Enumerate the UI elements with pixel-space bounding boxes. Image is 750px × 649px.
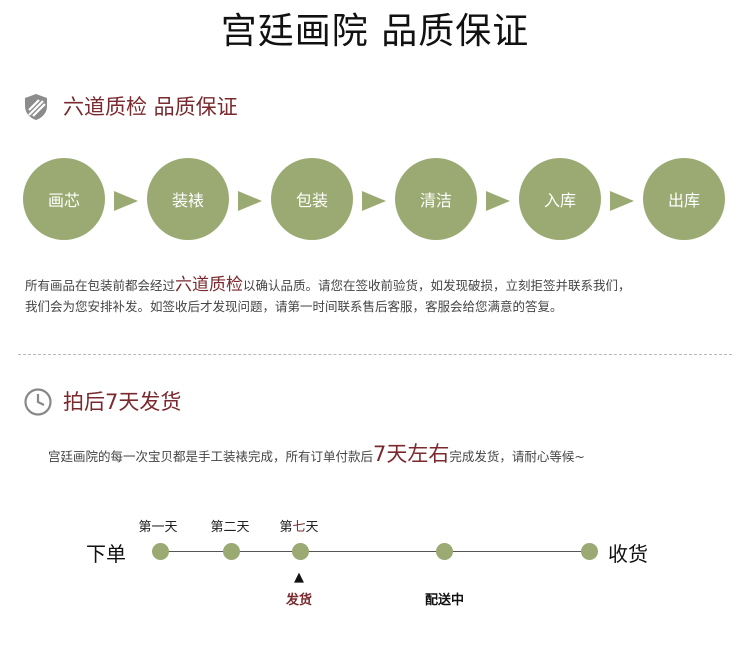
timeline-day-label: 第二天: [210, 520, 250, 535]
section-divider: [18, 354, 732, 355]
day7-prefix: 第: [279, 520, 293, 535]
timeline-dot: [152, 543, 169, 560]
step-circle: 入库: [519, 158, 601, 240]
step-circle: 出库: [643, 158, 725, 240]
shipping-section-title: 拍后7天发货: [63, 390, 182, 414]
step-label: 入库: [543, 191, 576, 210]
step-circle: 装裱: [147, 158, 229, 240]
step-circle: 清洁: [395, 158, 477, 240]
timeline-day7-label: 第七天: [269, 516, 329, 535]
ship-label: 发货: [286, 593, 313, 608]
timeline-end-label: 收货: [608, 542, 648, 566]
arrow-right-icon: [486, 191, 510, 211]
arrow-right-icon: [362, 191, 386, 211]
step-label: 包装: [295, 191, 328, 210]
quality-text-highlight: 六道质检: [175, 275, 244, 295]
step-label: 出库: [667, 191, 700, 210]
page-title: 宫廷画院 品质保证: [220, 11, 530, 52]
step-label: 清洁: [419, 191, 452, 210]
timeline-start-label: 下单: [86, 542, 126, 566]
timeline-dot: [223, 543, 240, 560]
arrow-right-icon: [610, 191, 634, 211]
step-label: 装裱: [171, 191, 204, 210]
shipping-text-part1: 宫廷画院的每一次宝贝都是手工装裱完成，所有订单付款后: [48, 449, 374, 464]
day7-suffix: 天: [305, 520, 319, 535]
quality-text-line2: 我们会为您安排补发。如签收后才发现问题，请第一时间联系售后客服，客服会给您满意的…: [25, 299, 563, 314]
quality-description: 所有画品在包装前都会经过六道质检以确认品质。请您在签收前验货，如发现破损，立刻拒…: [25, 275, 730, 317]
shipping-text-highlight: 7天左右: [373, 442, 450, 466]
step-circle: 画芯: [23, 158, 105, 240]
triangle-up-icon: ▲: [294, 570, 304, 585]
shipping-text-part2: 完成发货，请耐心等候~: [449, 449, 585, 464]
quality-text-part1: 所有画品在包装前都会经过: [25, 278, 176, 293]
quality-text-part2: 以确认品质。请您在签收前验货，如发现破损，立刻拒签并联系我们，: [243, 278, 631, 293]
step-circle: 包装: [271, 158, 353, 240]
day7-highlight: 七: [292, 520, 306, 535]
timeline-dot: [292, 543, 309, 560]
arrow-right-icon: [238, 191, 262, 211]
shield-icon: [21, 92, 51, 122]
timeline-dot: [436, 543, 453, 560]
timeline-dot: [581, 543, 598, 560]
timeline-day-label: 第一天: [138, 520, 178, 535]
transit-label: 配送中: [425, 593, 465, 608]
shipping-description: 宫廷画院的每一次宝贝都是手工装裱完成，所有订单付款后7天左右完成发货，请耐心等候…: [48, 444, 585, 467]
quality-section-title: 六道质检 品质保证: [63, 95, 238, 119]
arrow-right-icon: [114, 191, 138, 211]
timeline-line: [160, 551, 590, 552]
step-label: 画芯: [47, 191, 80, 210]
clock-icon: [23, 387, 53, 417]
